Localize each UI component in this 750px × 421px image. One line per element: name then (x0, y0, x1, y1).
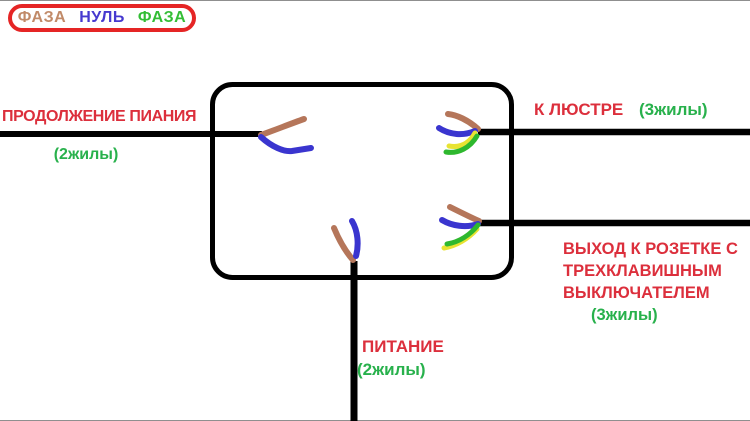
socket-title-line2: ТРЕХКЛАВИШНЫМ (563, 262, 722, 280)
legend-phase-green-label: ФАЗА (137, 9, 187, 26)
continuation-label: ПРОДОЛЖЕНИЕ ПИАНИЯ (2, 108, 197, 125)
socket-title-line3: ВЫКЛЮЧАТЕЛЕМ (563, 284, 710, 302)
socket-green-core (444, 222, 481, 247)
socket-label: ВЫХОД К РОЗЕТКЕ С ТРЕХКЛАВИШНЫМ ВЫКЛЮЧАТ… (563, 238, 738, 326)
left-brown-core (258, 116, 307, 138)
power-cores-label: (2жилы) (357, 360, 426, 379)
legend-null-blue-label: НУЛЬ (79, 9, 125, 26)
left-blue-core (258, 134, 314, 155)
chandelier-green-core (443, 133, 480, 155)
socket-brown-core (447, 204, 482, 224)
wire-color-legend: ФАЗА НУЛЬ ФАЗА (8, 4, 196, 32)
legend-phase-brown-label: ФАЗА (17, 9, 67, 26)
socket-title-line1: ВЫХОД К РОЗЕТКЕ С (563, 240, 738, 258)
cable-left-cores (258, 116, 314, 155)
chandelier-label: К ЛЮСТРЕ (3жилы) (534, 100, 708, 120)
chandelier-cores-label: (3жилы) (638, 100, 708, 119)
junction-box (210, 82, 514, 280)
top-edge-line (0, 0, 750, 1)
power-brown-core (331, 225, 356, 263)
cable-power-cores (331, 218, 361, 263)
power-blue-core (349, 218, 361, 259)
cable-socket-cores (439, 204, 482, 251)
continuation-cores-label: (2жилы) (53, 146, 119, 163)
chandelier-brown-core (445, 111, 481, 132)
chandelier-title: К ЛЮСТРЕ (534, 100, 624, 119)
power-label: ПИТАНИЕ (362, 337, 444, 356)
cable-chandelier-cores (436, 111, 481, 155)
chandelier-yellow-core (446, 130, 478, 149)
socket-cores-label: (3жилы) (591, 306, 658, 324)
chandelier-blue-core (436, 125, 478, 138)
